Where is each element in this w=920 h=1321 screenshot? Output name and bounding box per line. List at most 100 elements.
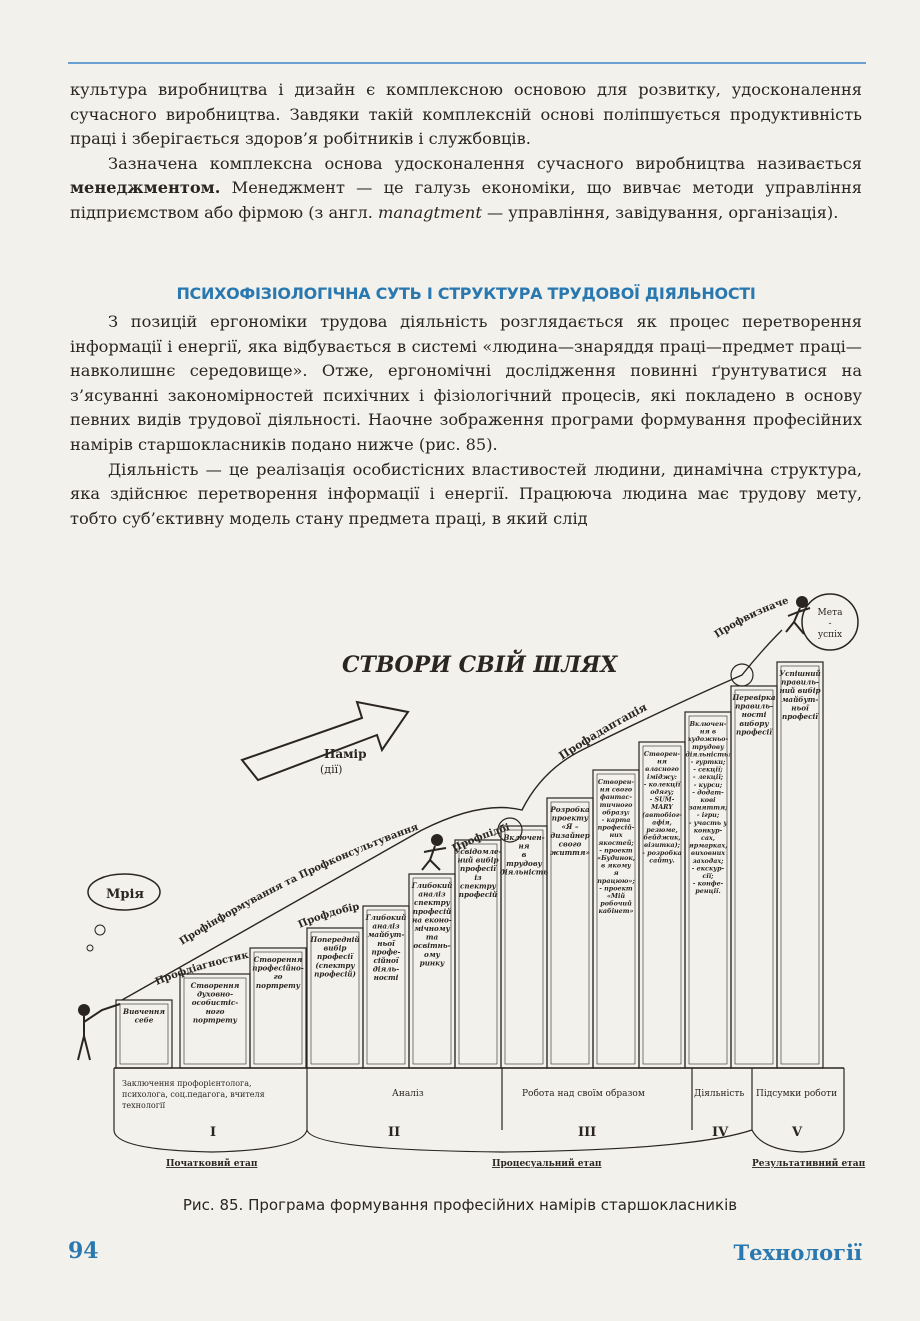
step-text-line: бейджик, xyxy=(643,834,680,842)
step-box xyxy=(730,685,778,1069)
step-text-line: тичного xyxy=(600,801,633,809)
step-text-line: візитка); xyxy=(644,841,681,849)
goal-label-1: Мета xyxy=(818,608,844,618)
goal-circle: Мета - успіх xyxy=(801,593,859,651)
step-text-line: - колекції xyxy=(644,780,682,788)
paragraph-1: культура виробництва і дизайн є комплекс… xyxy=(70,80,862,149)
curve-label-profvyzn: Профвизначення xyxy=(62,590,790,640)
step-box xyxy=(776,661,824,1069)
curve-label-profdobir: Профдобір xyxy=(297,901,361,930)
col3-work: Робота над своїм образом xyxy=(522,1088,645,1099)
step-text-line: - розробка xyxy=(642,849,682,857)
step-text-line: Створення xyxy=(254,955,303,964)
step-text-line: Глибокий xyxy=(411,881,453,890)
step-text-line: (спектру xyxy=(315,961,355,970)
step-inner-box xyxy=(596,773,636,1065)
step-text-line: професії xyxy=(736,727,773,736)
step-text-line: ного xyxy=(206,1007,225,1016)
step-text-line: ний вибір xyxy=(779,686,820,695)
step-text-line: Включен- xyxy=(689,720,727,728)
stage-initial: Початковий етап xyxy=(166,1158,258,1169)
step-text-line: в xyxy=(522,850,527,859)
step-text-line: діяль- xyxy=(373,965,399,974)
arrow-label-intention: Намір xyxy=(324,747,367,761)
path-curve xyxy=(121,629,783,1001)
step-s12: Включен-ня вхудожньо-трудовудіяльність:-… xyxy=(684,711,732,1069)
step-inner-box xyxy=(366,909,406,1065)
step-text-line: - курси; xyxy=(694,781,723,789)
step-text-line: та xyxy=(426,933,439,942)
paragraph-3: З позицій ергономіки трудова діяльність … xyxy=(70,312,862,454)
step-text-line: спектру xyxy=(460,881,497,890)
step-text-line: виховних xyxy=(691,849,725,857)
col5-results: Підсумки роботи xyxy=(756,1088,837,1099)
step-text-line: художньо- xyxy=(687,735,729,743)
step-text-line: Вивчення xyxy=(122,1007,165,1016)
step-text-line: вибору xyxy=(739,719,769,728)
step-text-line: робочий xyxy=(600,900,632,908)
step-text-line: спектру xyxy=(414,898,451,907)
step-text-line: професій- xyxy=(598,824,635,832)
step-text-line: Створен- xyxy=(644,750,681,758)
career-path-diagram: СТВОРИ СВІЙ ШЛЯХ Намір (дії) Мрія Мета -… xyxy=(58,582,865,1169)
step-text-line: майбут- xyxy=(782,695,819,704)
step-text-line: професій) xyxy=(314,969,356,978)
dream-cloud: Мрія xyxy=(86,873,161,952)
step-text-line: професій xyxy=(459,890,497,899)
step-inner-box xyxy=(458,843,498,1065)
col4-activity: Діяльність xyxy=(694,1089,744,1099)
step-text-line: правиль- xyxy=(781,678,819,687)
step-text-line: ому xyxy=(424,950,441,959)
step-inner-box xyxy=(412,877,452,1065)
step-text-line: аналіз xyxy=(418,890,446,899)
step-text-line: - секції; xyxy=(693,766,723,774)
step-text-line: - SUM- xyxy=(650,796,675,804)
step-inner-box xyxy=(504,829,544,1065)
step-text-line: сайту. xyxy=(649,856,675,864)
telescope-figure xyxy=(77,1003,121,1061)
step-text-line: ня xyxy=(519,842,530,851)
step-text-line: Розробка xyxy=(549,805,590,814)
step-inner-box xyxy=(688,715,728,1065)
step-text-line: іміджу: xyxy=(647,773,678,781)
paragraph-2-part-b: Менеджмент — це галузь економіки, що вив… xyxy=(70,178,862,222)
goal-label-3: успіх xyxy=(818,630,842,640)
step-text-line: ня xyxy=(657,758,667,766)
step-text-line: (автобіог- xyxy=(642,811,682,819)
step-text-line: правиль- xyxy=(735,702,773,711)
step-text-line: Створен- xyxy=(598,778,635,786)
step-text-line: мічному xyxy=(414,924,451,933)
roman-1: I xyxy=(210,1125,216,1140)
step-text-line: кабінет» xyxy=(599,907,634,915)
step-text-line: в якому xyxy=(601,862,632,870)
step-text-line: Створення xyxy=(191,981,240,990)
step-text-line: MARY xyxy=(650,803,674,811)
step-text-line: ності xyxy=(742,710,767,719)
intention-arrow: Намір (дії) xyxy=(240,700,410,782)
step-text-line: них xyxy=(609,831,622,839)
step-text-line: якостей; xyxy=(598,839,634,847)
step-text-line: особистіс- xyxy=(192,998,238,1007)
step-text-line: ний вибір xyxy=(457,856,498,865)
step-text-line: власного xyxy=(645,765,679,773)
step-text-line: дизайнер xyxy=(550,831,590,840)
step-text-line: фантас- xyxy=(600,793,632,801)
step-text-line: профе- xyxy=(371,947,400,956)
step-text-line: трудову xyxy=(692,743,725,751)
step-text-line: проекту xyxy=(552,814,589,823)
step-text-line: Глибокий xyxy=(365,913,407,922)
step-text-line: майбут- xyxy=(368,930,405,939)
step-inner-box xyxy=(253,951,303,1065)
step-text-line: ня свого xyxy=(600,786,633,794)
step-text-line: образу: xyxy=(602,808,630,816)
step-text-line: із xyxy=(474,873,482,882)
step-text-line: ня в xyxy=(700,728,716,736)
